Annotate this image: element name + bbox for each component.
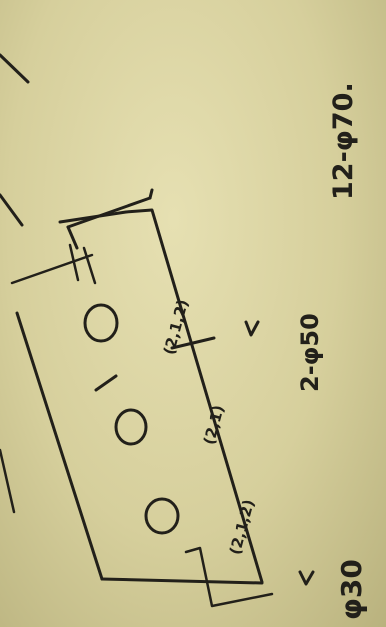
inner-right-edge: [58, 208, 264, 584]
edge-stroke-lower: [0, 448, 16, 514]
thread-callout-12-phi70: 12-φ70.: [328, 82, 359, 200]
divider-2: [170, 336, 216, 350]
leader-mark-middle: [244, 320, 260, 337]
leader-mark-bottom: [298, 570, 315, 586]
inner-left-edge-short: [82, 246, 97, 285]
outer-top-corner: [66, 225, 79, 250]
outer-bottom-edge: [100, 577, 264, 585]
edge-stroke-middle: [0, 193, 24, 227]
hole-middle: [114, 408, 148, 446]
outer-top-tick: [148, 188, 154, 200]
center-tick: [68, 243, 80, 282]
center-line-top: [10, 253, 94, 285]
bottom-bracket: [184, 546, 274, 608]
hole-top: [83, 303, 119, 343]
edge-stroke-top: [0, 53, 30, 84]
outer-left-edge: [15, 311, 104, 581]
hole-bottom: [144, 497, 180, 535]
divider-1: [94, 374, 118, 392]
hole-callout-2-phi50: 2-φ50: [296, 313, 324, 392]
outer-top-edge: [66, 196, 152, 229]
hole-callout-phi30: φ30: [335, 559, 368, 620]
